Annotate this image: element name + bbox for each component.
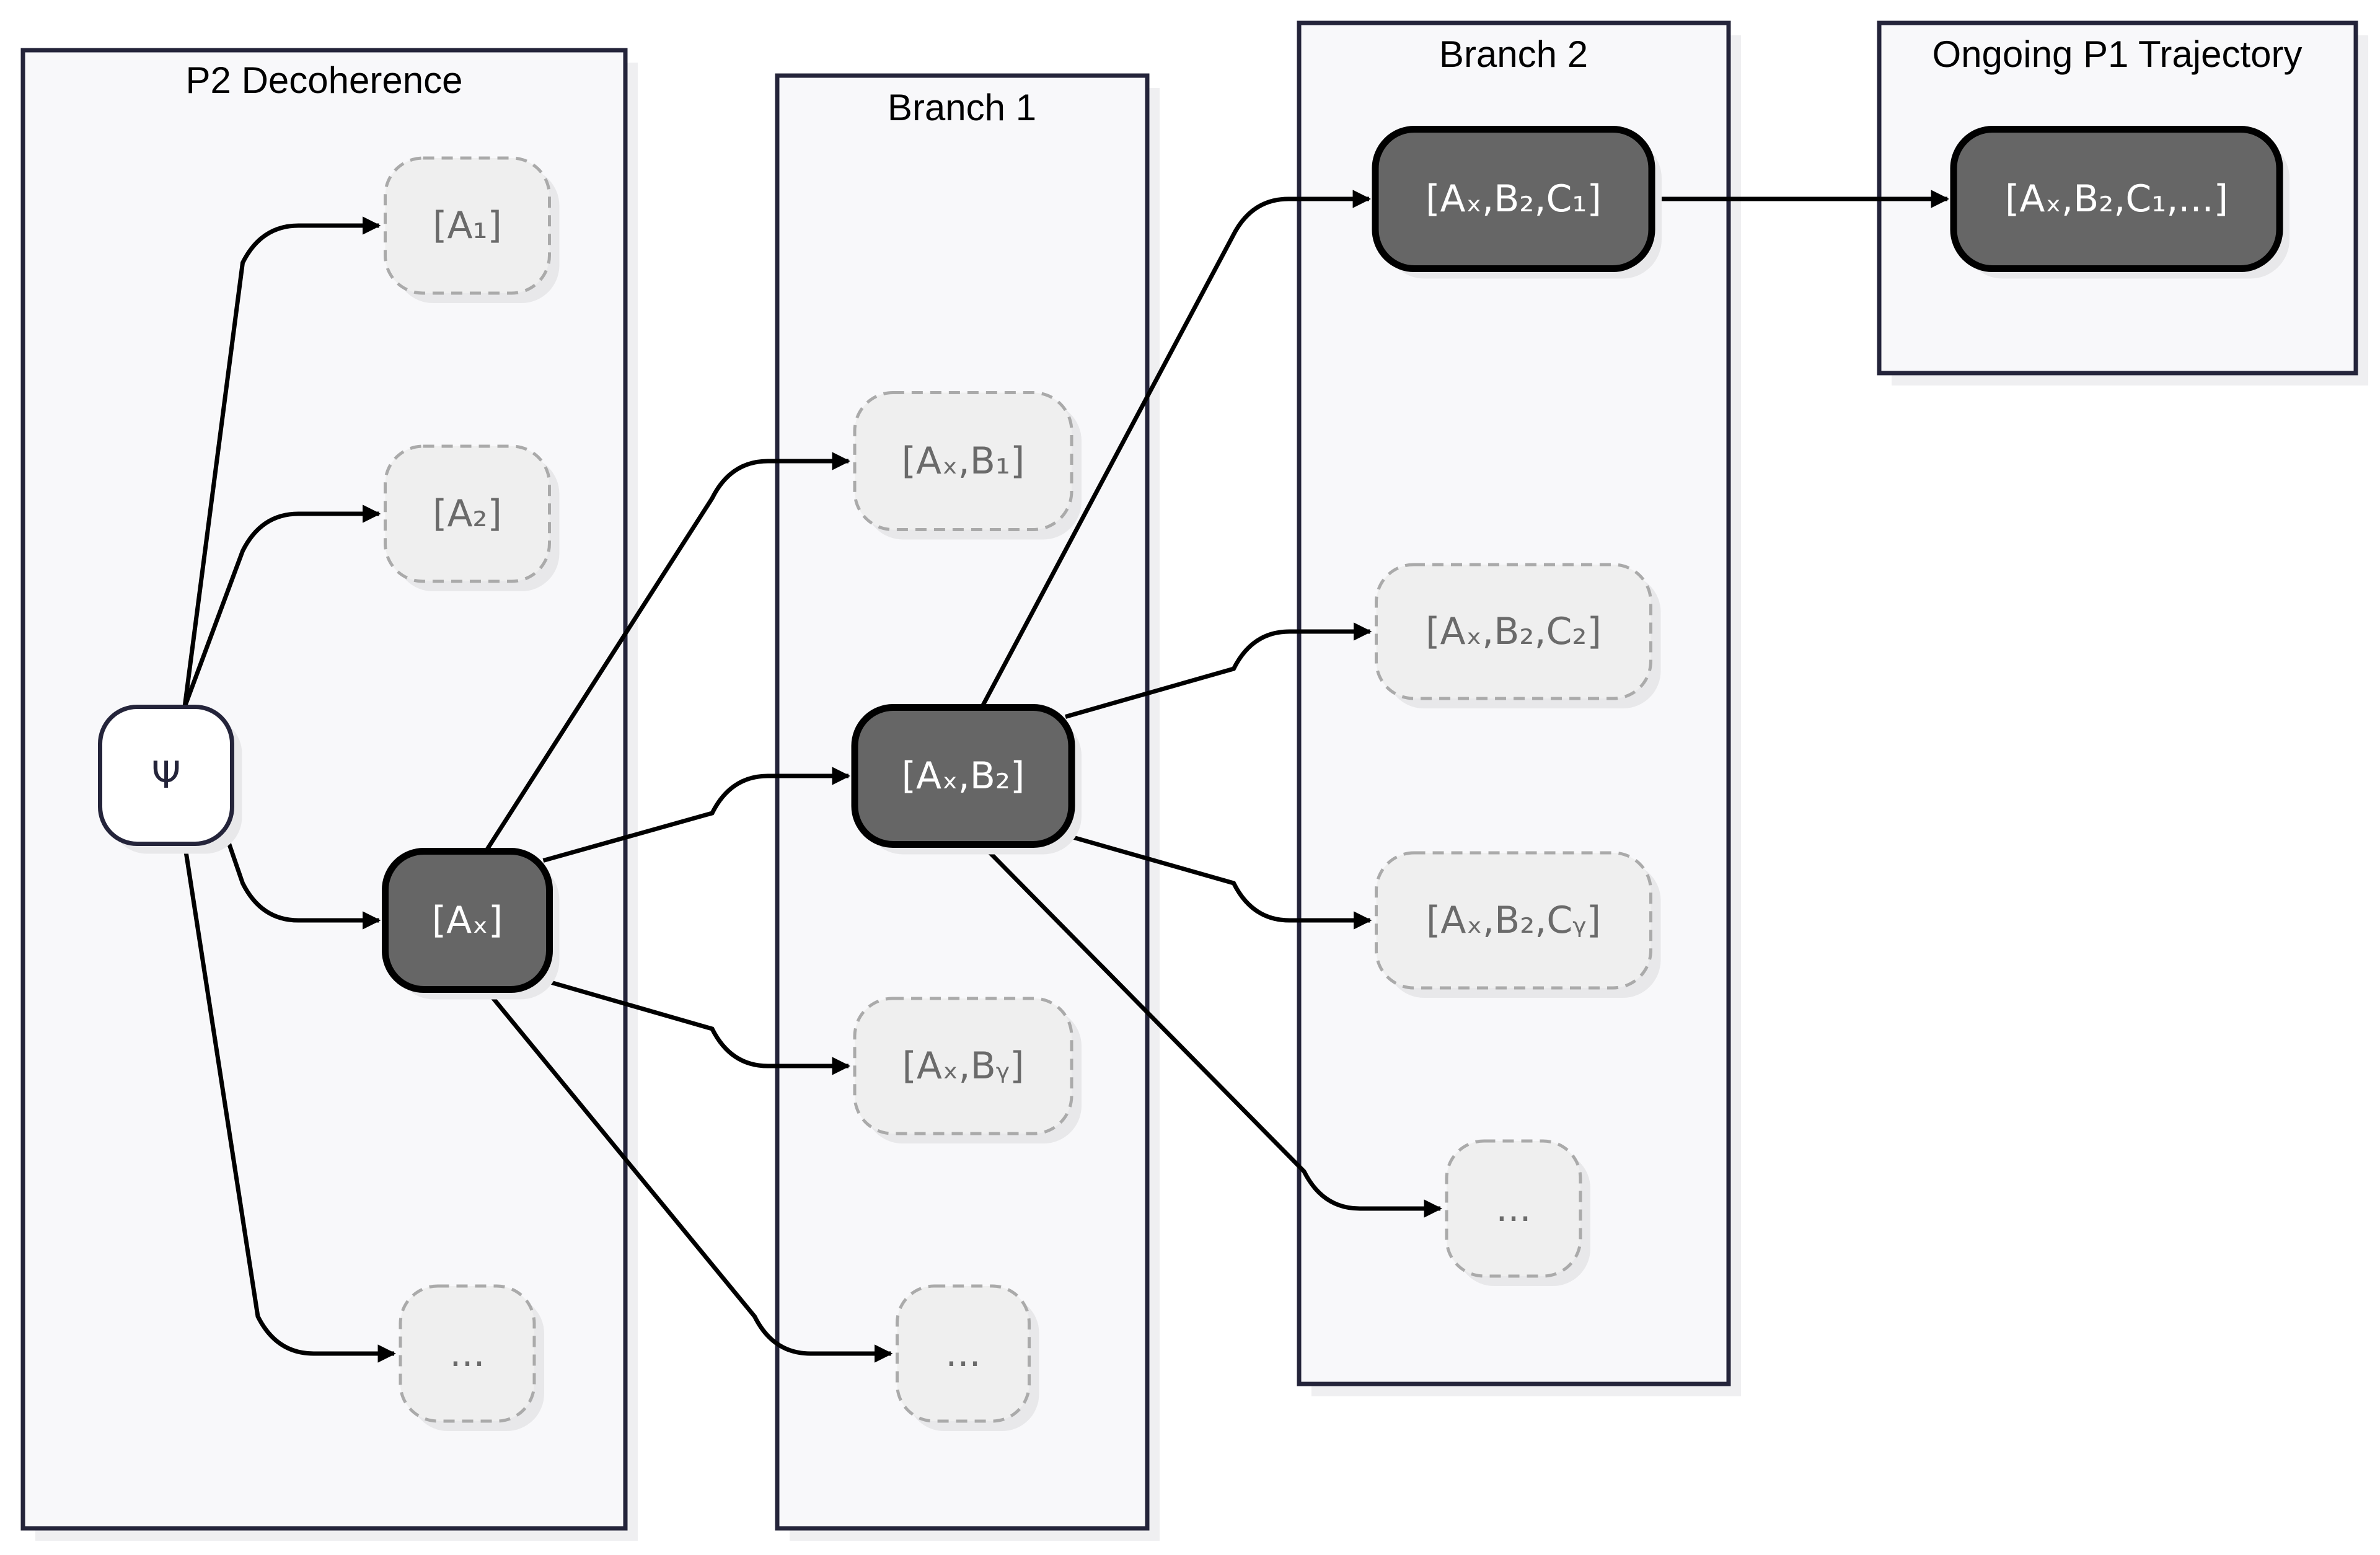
edge-ax-to-axby	[542, 978, 850, 1075]
edge-psi-to-a2	[182, 504, 381, 708]
node-label: [Aₓ,B₂,C₂]	[1426, 610, 1602, 653]
node-axb2c1: [Aₓ,B₂,C₁]	[1372, 126, 1662, 279]
node-box	[1372, 126, 1655, 272]
edge-axb2-to-axb2c1	[979, 190, 1371, 709]
edge-ax-to-axb2	[542, 767, 850, 863]
node-label: [Aₓ,B₂,C₁]	[1426, 177, 1602, 221]
node-axb2c2: [Aₓ,B₂,C₂]	[1375, 563, 1661, 708]
node-ax: [Aₓ]	[382, 848, 560, 1000]
node-label: ...	[1496, 1187, 1531, 1230]
node-label: [Aₓ,Bᵧ]	[902, 1044, 1024, 1088]
cluster-title: P2 Decoherence	[186, 59, 463, 101]
edge-ax-to-bdots	[484, 988, 893, 1363]
node-bdots: ...	[896, 1284, 1039, 1431]
node-box	[1375, 851, 1652, 990]
cluster-title: Ongoing P1 Trajectory	[1933, 33, 2303, 75]
node-label: [A₂]	[433, 492, 502, 535]
node-box	[1950, 126, 2283, 272]
node-psi: Ψ	[98, 705, 242, 854]
node-adots: ...	[399, 1284, 544, 1431]
node-box	[851, 704, 1075, 848]
node-label: [Aₓ]	[432, 899, 503, 942]
node-box	[1445, 1139, 1582, 1278]
node-box	[382, 848, 553, 993]
node-label: ...	[945, 1332, 981, 1375]
node-box	[1375, 563, 1652, 700]
edges	[182, 190, 1949, 1363]
node-box	[384, 156, 551, 295]
node-box	[384, 444, 551, 583]
node-box	[853, 997, 1073, 1135]
node-label: [Aₓ,B₂]	[902, 754, 1025, 798]
node-label: Ψ	[151, 754, 180, 797]
node-label: [Aₓ,B₁]	[902, 439, 1025, 483]
node-label: [A₁]	[433, 204, 502, 247]
node-a2: [A₂]	[384, 444, 560, 591]
node-traj: [Aₓ,B₂,C₁,...]	[1950, 126, 2290, 279]
node-cdots: ...	[1445, 1139, 1590, 1286]
node-axb2cy: [Aₓ,B₂,Cᵧ]	[1375, 851, 1661, 998]
nodes: Ψ [A₁] [A₂] [Aₓ]... [Aₓ,B₁] [Aₓ,B₂] [Aₓ,Bᵧ]...…	[98, 126, 2290, 1431]
node-axby: [Aₓ,Bᵧ]	[853, 997, 1082, 1143]
cluster-title: Branch 2	[1439, 33, 1588, 75]
edge-psi-to-a1	[182, 216, 381, 707]
node-label: [Aₓ,B₂,Cᵧ]	[1426, 899, 1601, 942]
node-box	[98, 705, 234, 846]
node-a1: [A₁]	[384, 156, 560, 303]
edge-ax-to-axb1	[484, 452, 850, 853]
node-label: [Aₓ,B₂,C₁,...]	[2005, 177, 2228, 221]
node-axb2: [Aₓ,B₂]	[851, 704, 1082, 855]
edge-axb2-to-axb2c2	[1065, 622, 1372, 719]
edge-psi-to-adots	[182, 843, 396, 1363]
node-box	[896, 1284, 1031, 1423]
node-label: ...	[449, 1332, 485, 1375]
node-box	[853, 391, 1073, 531]
edge-axb2-to-axb2cy	[1065, 833, 1372, 930]
cluster-title: Branch 1	[888, 87, 1036, 128]
edge-axb2-to-cdots	[980, 843, 1442, 1218]
edge-psi-to-ax	[224, 834, 381, 930]
node-axb1: [Aₓ,B₁]	[853, 391, 1082, 540]
node-box	[399, 1284, 536, 1423]
